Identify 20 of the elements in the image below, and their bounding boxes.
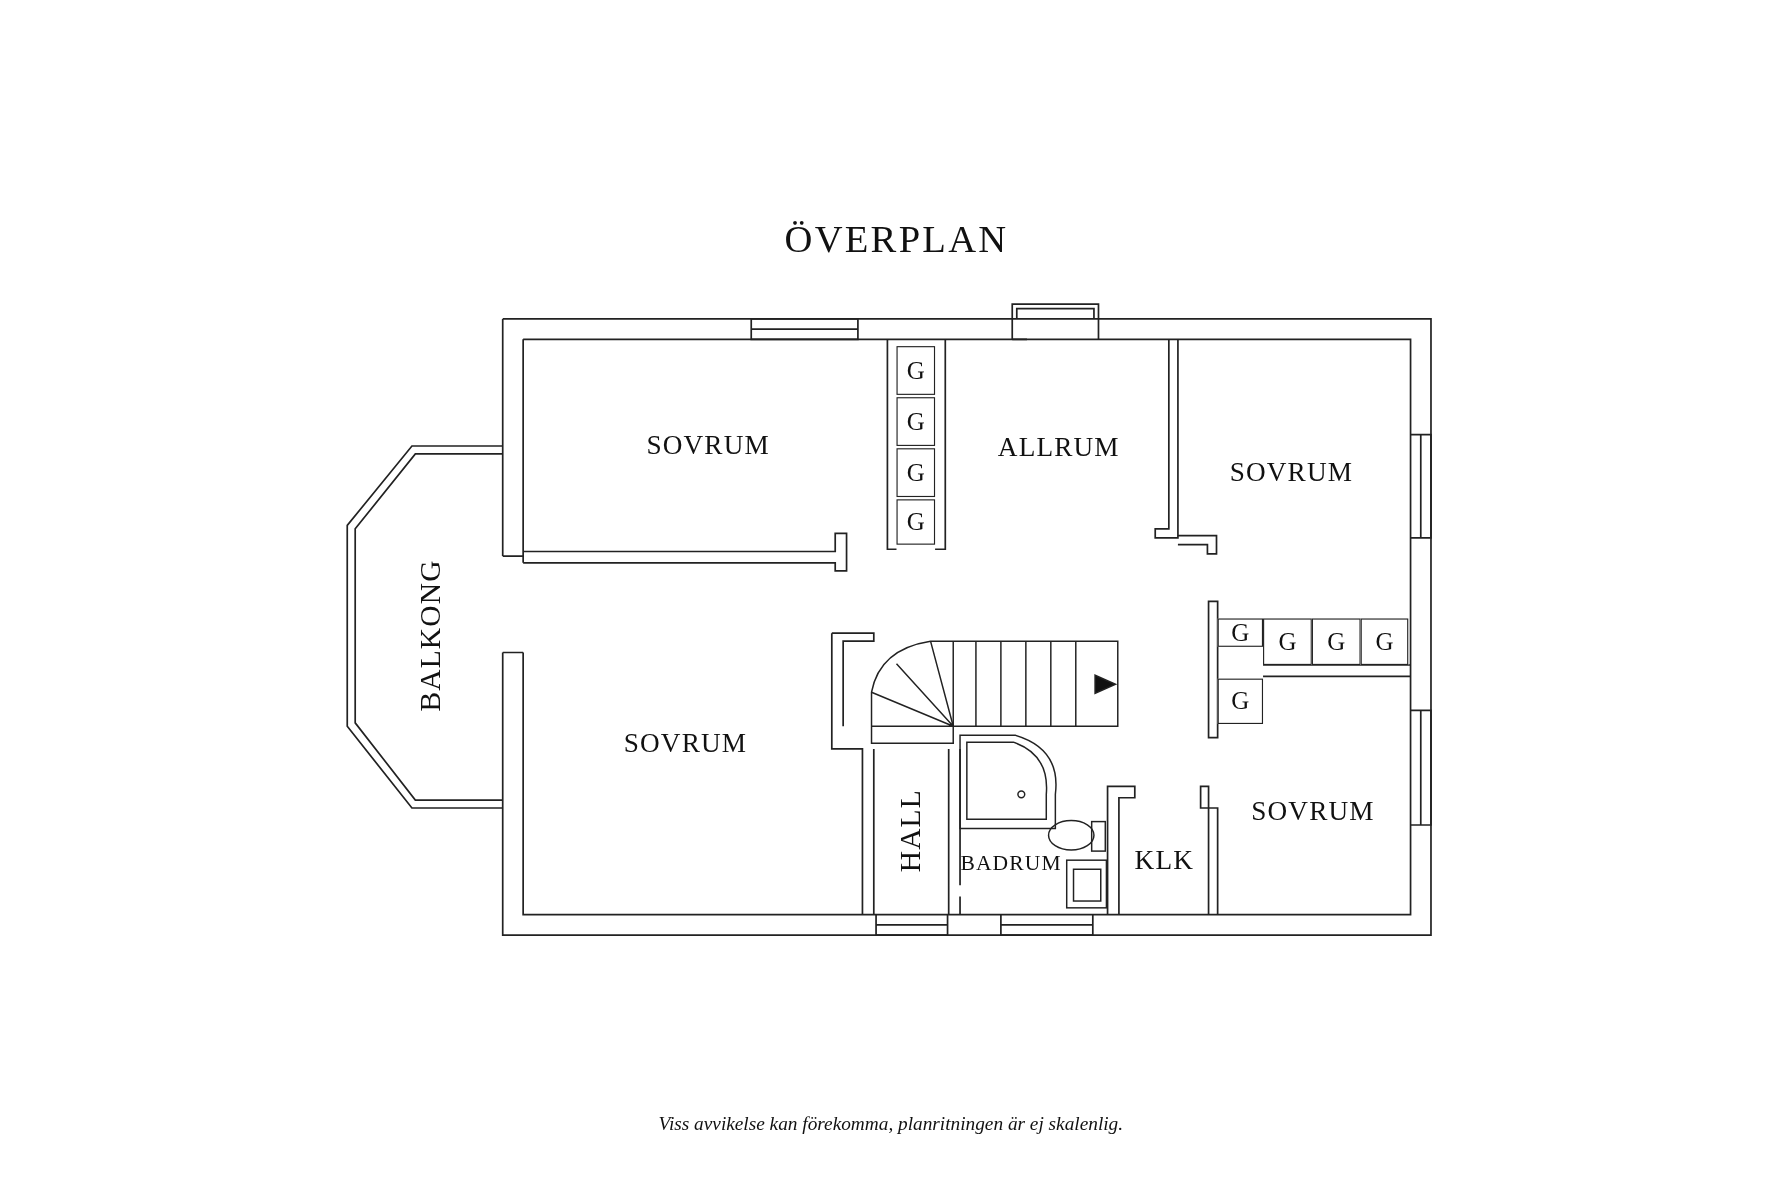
closet-box: G (1360, 618, 1409, 665)
room-label: SOVRUM (1251, 797, 1375, 825)
closet-box: G (896, 448, 936, 498)
closet-box: G (896, 346, 936, 395)
closet-box: G (896, 397, 936, 446)
room-label: SOVRUM (646, 431, 770, 459)
closet-box: G (1311, 618, 1361, 665)
room-label: SOVRUM (623, 729, 748, 757)
room-label: HALL (896, 789, 926, 873)
disclaimer-caption: Viss avvikelse kan förekomma, planritningen är ej skalenlig. (658, 1113, 1124, 1134)
room-label: BALKONG (416, 559, 446, 712)
room-label: BADRUM (960, 851, 1062, 874)
closet-box: G (1217, 618, 1264, 647)
plan-title: ÖVERPLAN (784, 220, 1009, 259)
room-label: KLK (1134, 846, 1194, 874)
closet-box: G (1263, 618, 1312, 665)
room-label: SOVRUM (1229, 458, 1354, 486)
closet-box: G (896, 499, 936, 545)
closet-box: G (1217, 678, 1264, 724)
room-label: ALLRUM (997, 433, 1120, 461)
